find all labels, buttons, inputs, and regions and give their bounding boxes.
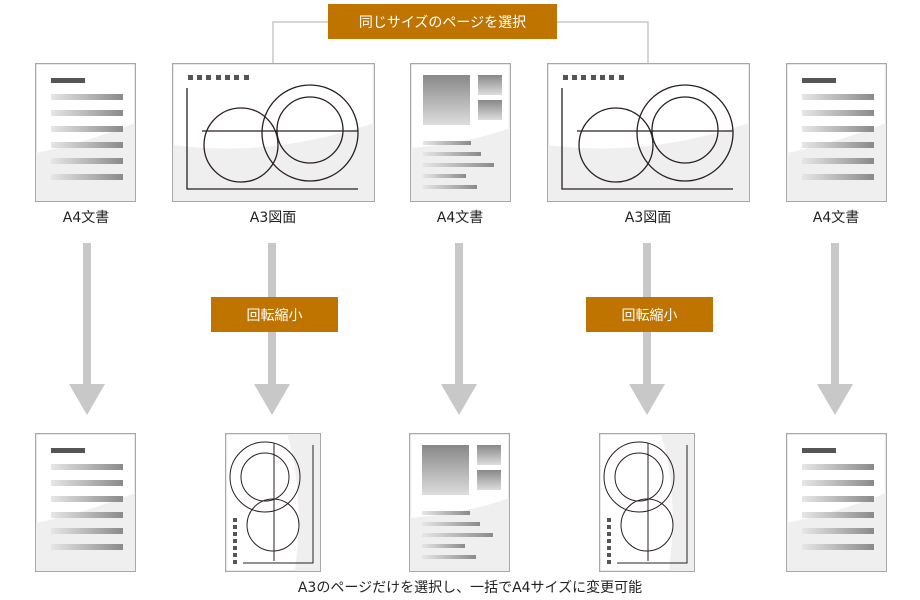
page-label-4: A3図面 xyxy=(624,210,672,226)
page-label-5: A4文書 xyxy=(812,210,860,226)
select-same-size-badge: 同じサイズのページを選択 xyxy=(328,4,557,39)
down-arrow-1 xyxy=(69,243,105,415)
down-arrow-3 xyxy=(441,243,477,415)
bottom-page-a4-doc-2 xyxy=(409,433,510,572)
down-arrow-5 xyxy=(817,243,853,415)
top-page-a3-drawing-2 xyxy=(547,63,750,202)
rotate-shrink-badge-2: 回転縮小 xyxy=(586,297,713,332)
bottom-page-a4-doc-1 xyxy=(35,433,136,572)
caption: A3のページだけを選択し、一括でA4サイズに変更可能 xyxy=(297,580,643,596)
rotate-shrink-badge-1: 回転縮小 xyxy=(211,297,338,332)
top-page-a4-doc-1 xyxy=(35,63,136,202)
bottom-page-rotated-a3-2 xyxy=(599,433,695,572)
page-label-1: A4文書 xyxy=(62,210,110,226)
top-page-a3-drawing-1 xyxy=(172,63,375,202)
page-label-3: A4文書 xyxy=(436,210,484,226)
page-label-2: A3図面 xyxy=(249,210,297,226)
bottom-page-rotated-a3-1 xyxy=(225,433,321,572)
top-page-a4-doc-3 xyxy=(786,63,887,202)
top-page-a4-doc-2 xyxy=(410,63,511,202)
bottom-page-a4-doc-3 xyxy=(786,433,887,572)
